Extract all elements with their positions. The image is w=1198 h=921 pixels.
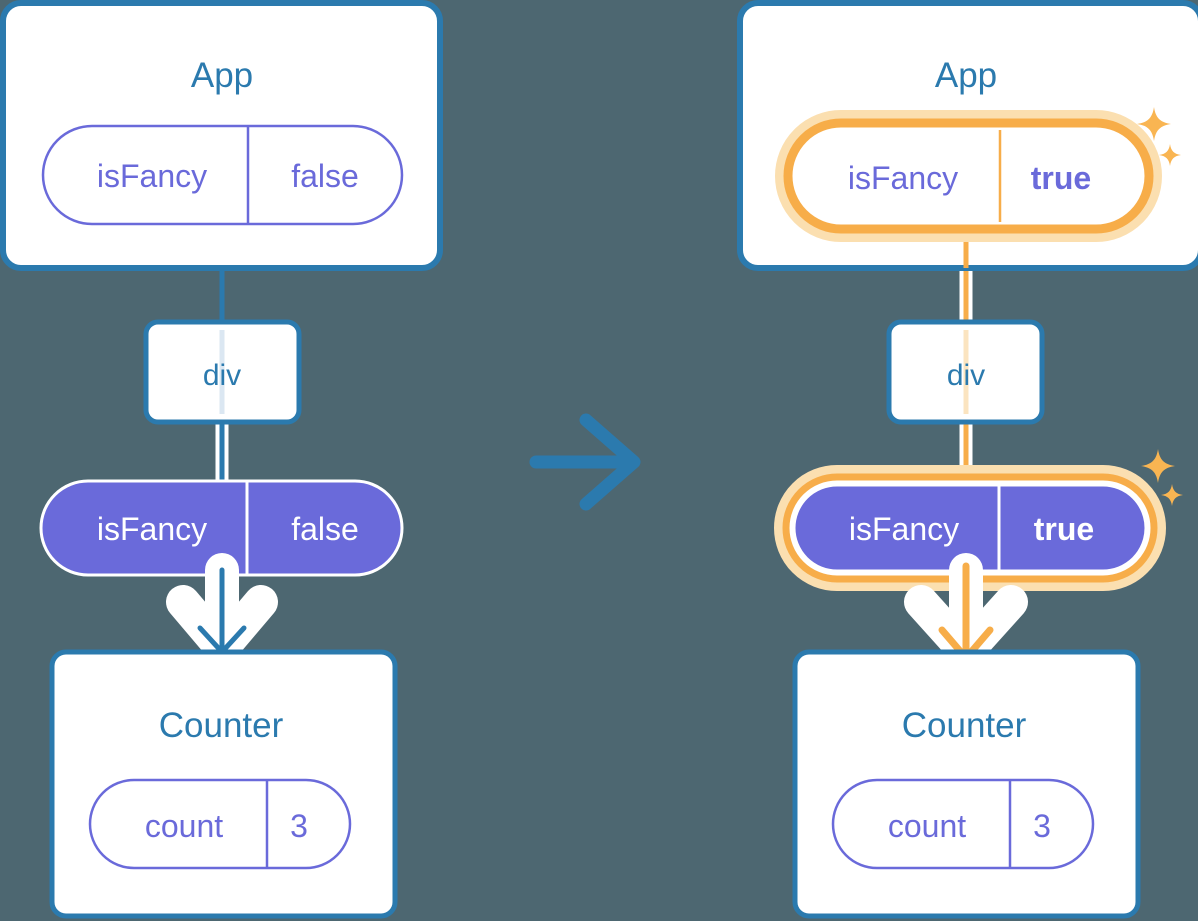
panel-after: App isFancy true div — [737, 0, 1198, 919]
counter-state-pill-shape — [88, 778, 352, 870]
counter-state-pill-shape — [831, 778, 1095, 870]
counter-state-pill[interactable]: count 3 — [88, 778, 352, 870]
app-state-pill[interactable]: isFancy true — [775, 110, 1162, 242]
counter-state-pill-key: count — [145, 808, 223, 844]
prop-pill-value: true — [1034, 511, 1094, 547]
dom-node-div-label: div — [947, 359, 985, 392]
app-state-pill-key: isFancy — [848, 160, 958, 196]
counter-state-pill-value: 3 — [290, 808, 308, 844]
app-card-title: App — [191, 56, 253, 95]
counter-card-title: Counter — [159, 706, 284, 745]
app-state-pill-highlight-ring — [783, 118, 1154, 234]
transition-arrow-icon — [529, 413, 641, 511]
app-state-pill-shape — [41, 124, 404, 226]
prop-pill-key: isFancy — [849, 511, 959, 547]
prop-pill[interactable]: isFancy false — [39, 479, 404, 577]
prop-pill-value: false — [291, 511, 359, 547]
dom-node-div[interactable]: div — [886, 319, 1045, 425]
app-state-pill-key: isFancy — [97, 158, 207, 194]
app-state-pill-value: true — [1031, 160, 1091, 196]
app-state-pill-glow — [775, 110, 1162, 242]
app-card-title: App — [935, 56, 997, 95]
counter-card-title: Counter — [902, 706, 1027, 745]
dom-node-div-label: div — [203, 359, 241, 392]
prop-pill-key: isFancy — [97, 511, 207, 547]
panel-before: App isFancy false div isFancy false — [0, 0, 443, 919]
app-state-pill-value: false — [291, 158, 359, 194]
dom-node-div[interactable]: div — [143, 319, 302, 425]
arrow-prop-to-counter — [166, 553, 278, 669]
transition-arrow — [529, 413, 641, 511]
app-state-pill[interactable]: isFancy false — [41, 124, 404, 226]
counter-state-pill-value: 3 — [1033, 808, 1051, 844]
prop-pill[interactable]: isFancy true — [774, 465, 1166, 591]
counter-state-pill[interactable]: count 3 — [831, 778, 1095, 870]
counter-state-pill-key: count — [888, 808, 966, 844]
